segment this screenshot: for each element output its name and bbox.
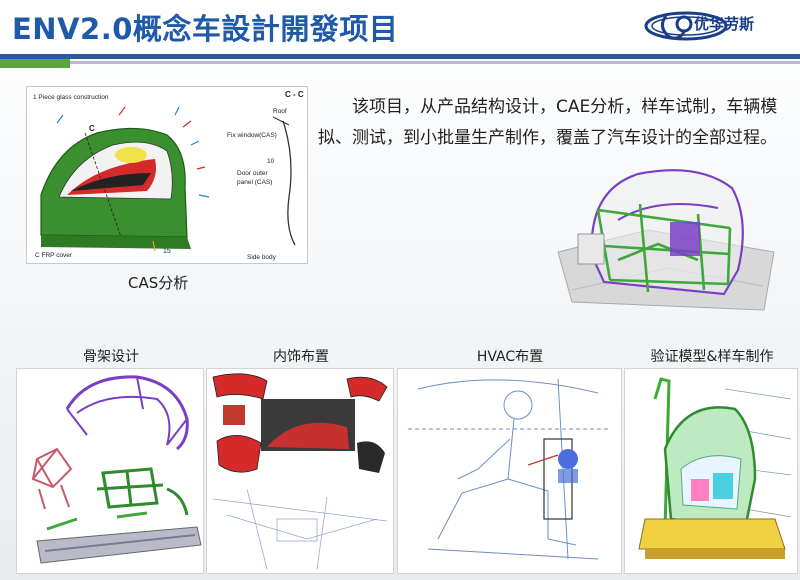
cas-label-door-outer: Door outer xyxy=(237,170,269,177)
cas-label-section: C - C xyxy=(285,90,304,99)
cas-label-glass: 1 Piece glass construction xyxy=(33,94,109,101)
company-logo-icon xyxy=(644,11,728,41)
logo-text: 优华劳斯 xyxy=(694,15,755,33)
panel-interior-layout xyxy=(206,368,394,574)
panel-prototype xyxy=(624,368,798,574)
cas-label-door-panel: panel (CAS) xyxy=(237,179,272,186)
cas-label-side-body: Side body xyxy=(247,254,277,261)
header-divider-blue xyxy=(0,54,800,59)
cas-analysis-drawing: 1 Piece glass construction C - C Roof Fi… xyxy=(26,86,308,264)
cas-caption: CAS分析 xyxy=(128,274,189,292)
cas-label-frp: C FRP cover xyxy=(35,252,73,259)
header-divider-green xyxy=(0,59,70,68)
caption-interior-layout: 内饰布置 xyxy=(273,349,329,365)
vehicle-frame-render xyxy=(548,160,784,316)
caption-prototype: 验证模型&样车制作 xyxy=(650,349,774,365)
project-description: 该项目，从产品结构设计，CAE分析，样车试制，车辆模拟、测试，到小批量生产制作，… xyxy=(318,97,778,148)
page-title: ENV2.0概念车設計開發项目 xyxy=(12,12,399,46)
panel-hvac-layout xyxy=(397,368,622,574)
caption-hvac-layout: HVAC布置 xyxy=(476,349,544,365)
header-divider-grey xyxy=(70,61,800,64)
cas-label-fix-window: Fix window(CAS) xyxy=(227,132,277,139)
cas-label-roof: Roof xyxy=(273,108,287,115)
caption-frame-design: 骨架设计 xyxy=(83,349,139,365)
cas-label-15: 15 xyxy=(163,248,171,255)
cas-label-c-top: C xyxy=(89,124,95,133)
panel-frame-design xyxy=(16,368,204,574)
cas-label-10: 10 xyxy=(267,158,275,165)
